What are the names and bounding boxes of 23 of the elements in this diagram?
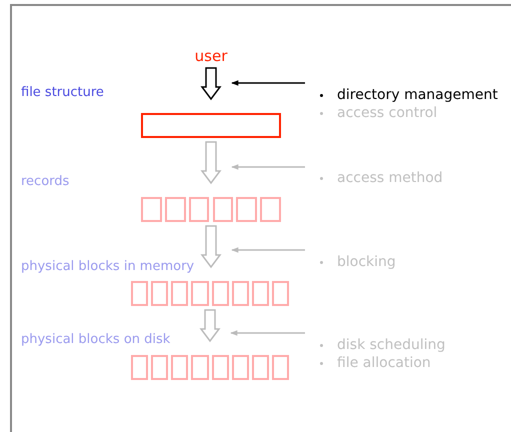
block-row — [141, 197, 281, 222]
bullet-text: file allocation — [337, 355, 431, 371]
layer-label: physical blocks in memory — [21, 258, 194, 275]
hollow-arrow — [200, 141, 222, 184]
arrow — [231, 247, 305, 253]
block-row — [131, 281, 289, 306]
hollow-arrow — [200, 225, 222, 268]
layer-label: physical blocks on disk — [21, 331, 170, 348]
layer-label: file structure — [21, 84, 104, 101]
user-label: user — [192, 49, 230, 64]
arrow — [231, 80, 305, 86]
bullet-text: access control — [337, 105, 438, 121]
block-row — [131, 355, 289, 380]
arrow — [231, 164, 305, 170]
arrow — [230, 330, 305, 336]
bullet-text: access method — [337, 170, 443, 186]
hollow-arrow — [200, 309, 220, 342]
bullet-text: blocking — [337, 254, 396, 270]
file-structure-box — [141, 113, 281, 138]
layer-label: records — [21, 173, 70, 190]
bullet-text: directory management — [337, 87, 498, 103]
hollow-arrow — [200, 67, 222, 100]
bullet-text: disk scheduling — [337, 337, 446, 353]
